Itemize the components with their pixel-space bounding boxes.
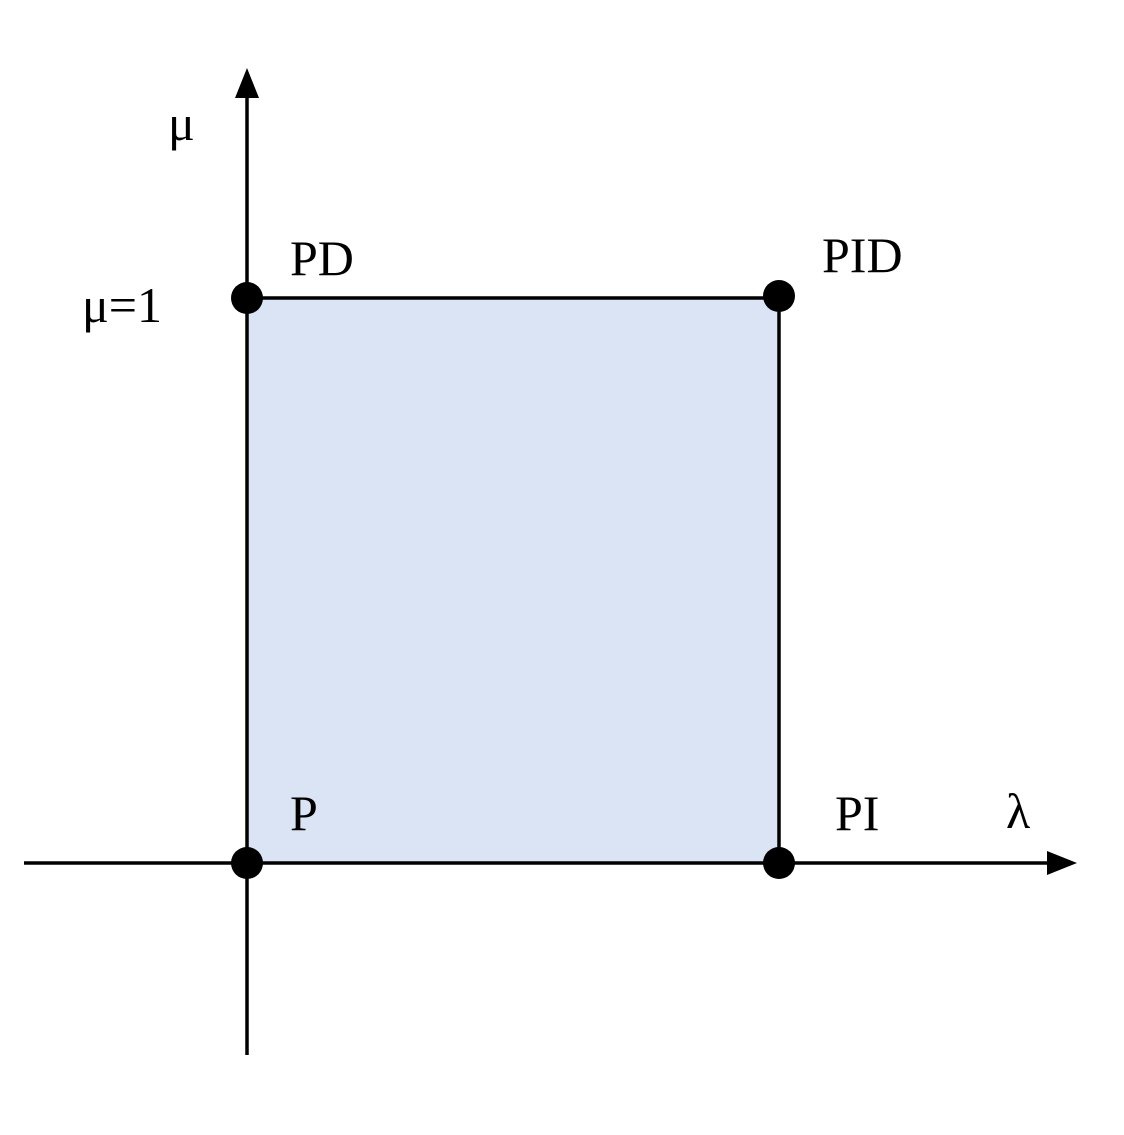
vertex-pd-dot (231, 282, 263, 314)
horizontal-axis-label: λ (1006, 783, 1030, 839)
vertical-tick-label: μ=1 (82, 277, 162, 333)
vertical-axis-label: μ (168, 95, 195, 151)
vertical-axis-arrowhead (235, 68, 259, 98)
vertex-pid-dot (763, 280, 795, 312)
shaded-region (247, 298, 779, 863)
corner-label-pid: PID (822, 227, 903, 283)
corner-label-pi: PI (835, 785, 879, 841)
corner-label-pd: PD (290, 230, 354, 286)
corner-label-p: P (290, 785, 318, 841)
vertex-pi-dot (763, 847, 795, 879)
vertex-p-dot (231, 847, 263, 879)
horizontal-axis-arrowhead (1047, 851, 1077, 875)
